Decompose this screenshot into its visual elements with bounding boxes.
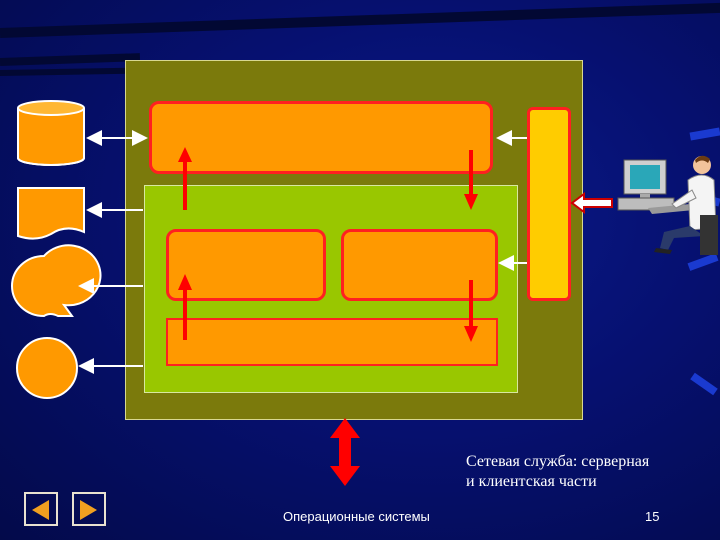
cylinder-storage-icon bbox=[17, 100, 85, 166]
slide-caption: Сетевая служба: серверная и клиентская ч… bbox=[466, 452, 706, 492]
next-slide-button[interactable] bbox=[72, 492, 106, 526]
user-at-computer-icon bbox=[617, 155, 718, 255]
top-block bbox=[149, 101, 493, 174]
caption-line-2: и клиентская части bbox=[466, 473, 597, 490]
document-icon bbox=[17, 187, 85, 240]
user-input-arrow bbox=[570, 192, 613, 214]
bottom-block bbox=[166, 318, 498, 366]
caption-line-1: Сетевая служба: серверная bbox=[466, 453, 650, 470]
left-middle-block bbox=[166, 229, 326, 301]
vertical-interface-bar bbox=[527, 107, 571, 301]
red-arrows bbox=[178, 147, 478, 486]
triangle-right-icon[interactable] bbox=[80, 500, 97, 520]
triangle-left-icon[interactable] bbox=[32, 500, 49, 520]
footer-title: Операционные системы bbox=[283, 509, 430, 524]
page-number: 15 bbox=[645, 509, 660, 524]
speech-bubble-icon bbox=[11, 244, 102, 318]
prev-slide-button[interactable] bbox=[24, 492, 58, 526]
circle-icon bbox=[16, 337, 78, 399]
